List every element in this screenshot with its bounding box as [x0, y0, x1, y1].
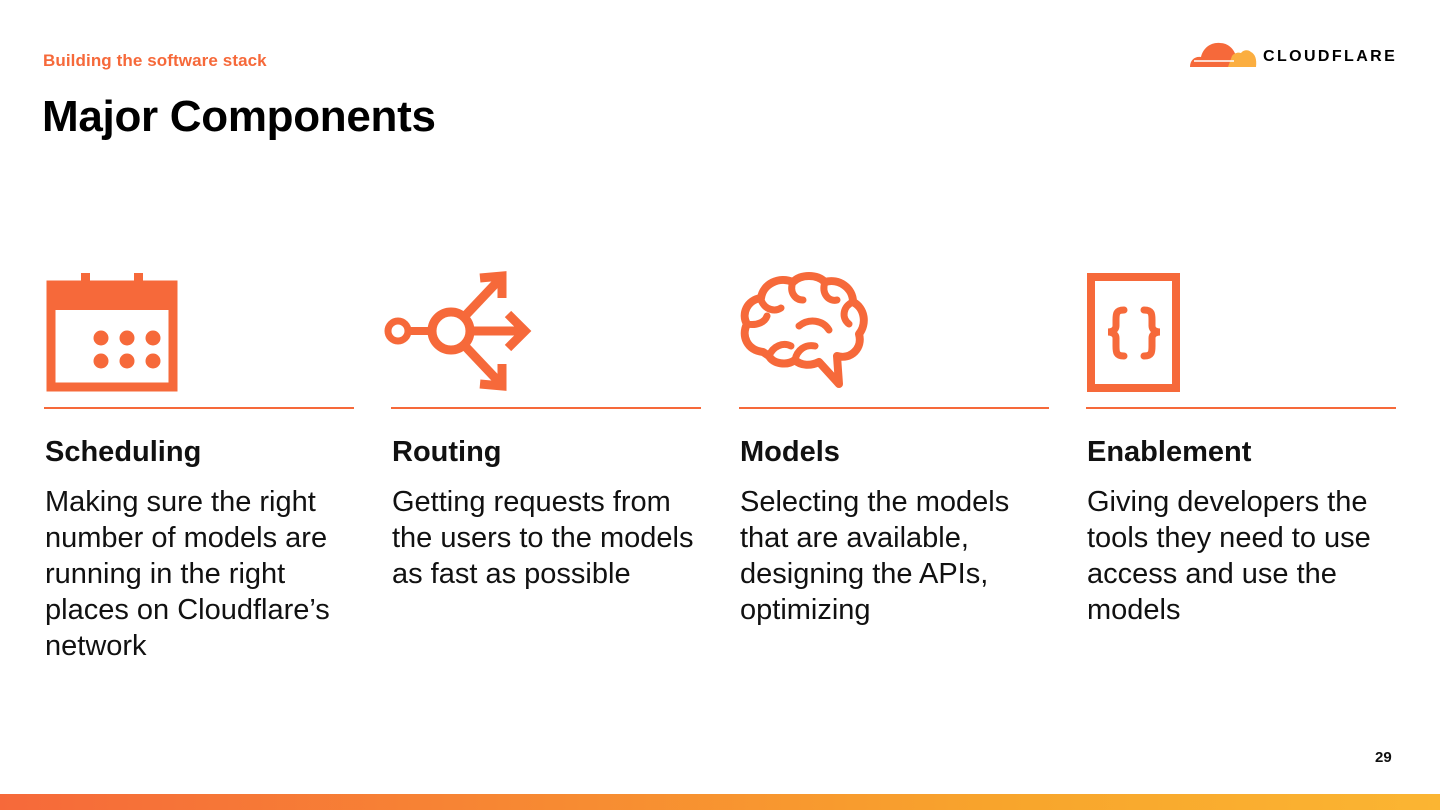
component-models: Models Selecting the models that are ava… [739, 270, 1049, 626]
page-title: Major Components [42, 92, 436, 141]
footer-gradient-bar [0, 794, 1440, 810]
component-title: Enablement [1087, 436, 1252, 468]
component-description: Giving developers the tools they need to… [1087, 486, 1371, 626]
component-description: Making sure the right number of models a… [45, 486, 330, 662]
eyebrow-label: Building the software stack [43, 51, 267, 70]
divider-line [44, 407, 354, 409]
brain-icon [740, 272, 868, 388]
component-title: Scheduling [45, 436, 202, 468]
divider-line [1086, 407, 1396, 409]
component-title: Routing [392, 436, 502, 468]
routing-icon [384, 271, 532, 391]
brand-wordmark: CLOUDFLARE [1263, 48, 1398, 65]
divider-line [739, 407, 1049, 409]
component-scheduling: Scheduling Making sure the right number … [44, 270, 354, 662]
component-description: Getting requests from the users to the m… [392, 486, 694, 590]
page-number: 29 [1375, 749, 1392, 766]
code-braces-icon [1087, 273, 1180, 392]
component-description: Selecting the models that are available,… [740, 486, 1010, 626]
cloud-logo-icon [1190, 42, 1257, 67]
divider-line [391, 407, 701, 409]
cloudflare-logo: CLOUDFLARE [1188, 34, 1397, 70]
component-title: Models [740, 436, 840, 468]
calendar-icon [46, 273, 178, 392]
component-routing: Routing Getting requests from the users … [384, 270, 701, 590]
component-enablement: Enablement Giving developers the tools t… [1086, 270, 1396, 626]
